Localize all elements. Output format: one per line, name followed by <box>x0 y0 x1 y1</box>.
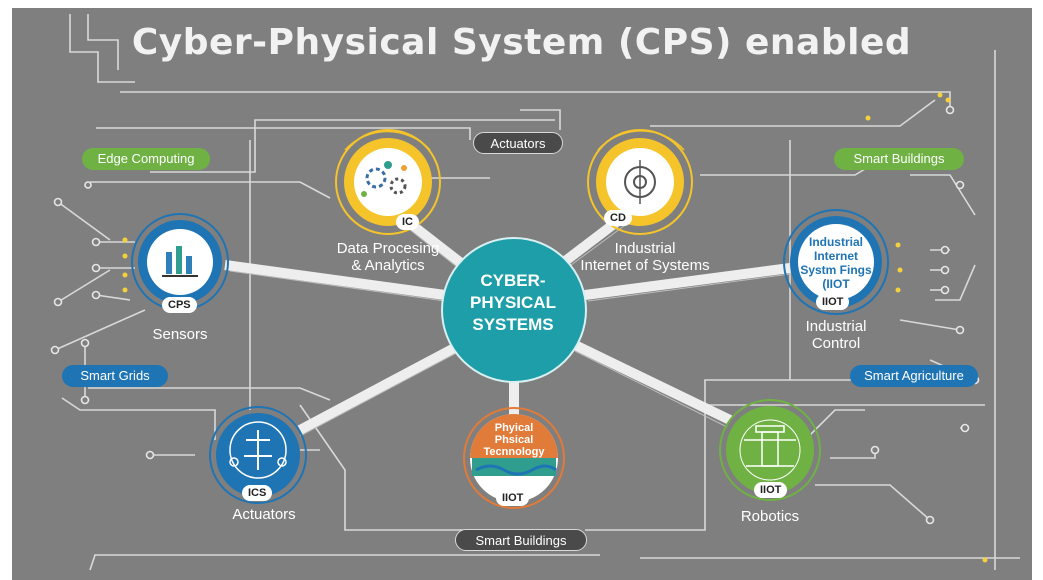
industrial-control-label-line-1: Industrial <box>805 318 867 335</box>
physical-inner-line-1: Phyical <box>494 422 534 434</box>
data-processing-label: Data Procesing & Analytics <box>318 240 458 274</box>
physical-node-inner-text: Phyical Phsical Tecnnology <box>479 422 549 458</box>
industrial-inner-line-1: Industrial <box>808 235 863 249</box>
iiot-top-label-line-1: Industrial <box>614 240 676 257</box>
physical-technology-node <box>463 407 565 509</box>
sensors-node <box>131 213 229 311</box>
actuators-label: Actuators <box>232 506 296 523</box>
center-line-3: SYSTEMS <box>472 315 554 334</box>
sensors-label: Sensors <box>152 326 208 343</box>
center-label: CYBER- PHYSICAL SYSTEMS <box>438 270 588 336</box>
iiot-top-node <box>587 129 693 235</box>
diagram-title: Cyber-Physical System (CPS) enabled <box>131 22 912 63</box>
industrial-inner-line-3: Systm Fings <box>800 263 872 277</box>
robotics-label: Robotics <box>740 508 800 525</box>
industrial-node-inner-text: Industrial Internet Systm Fings (IIOT <box>796 235 876 291</box>
pill-actuators-top: Actuators <box>473 132 563 154</box>
physical-inner-line-3: Tecnnology <box>483 446 545 458</box>
robotics-node <box>719 399 821 501</box>
data-processing-tag: IC <box>396 214 419 230</box>
sensors-tag: CPS <box>162 297 197 313</box>
actuators-node <box>209 406 307 504</box>
physical-inner-line-2: Phsical <box>494 434 534 446</box>
center-line-2: PHYSICAL <box>470 293 556 312</box>
actuators-tag: ICS <box>242 485 273 501</box>
center-hub <box>441 237 587 383</box>
pill-smart-buildings-right: Smart Buildings <box>834 148 964 170</box>
data-processing-label-line-2: & Analytics <box>351 257 425 274</box>
trace-terminals <box>50 105 980 525</box>
industrial-control-label: Industrial Control <box>786 318 886 352</box>
industrial-tag: IIOT <box>816 294 850 310</box>
industrial-inner-line-4: (IIOT <box>822 277 850 291</box>
industrial-control-node <box>783 209 889 315</box>
physical-tag: IIOT <box>496 490 530 506</box>
pill-smart-grids: Smart Grids <box>62 365 168 387</box>
pill-smart-agriculture: Smart Agriculture <box>850 365 978 387</box>
iiot-top-label-line-2: Internet of Systems <box>580 257 710 274</box>
data-processing-label-line-1: Data Procesing <box>336 240 440 257</box>
pill-edge-computing: Edge Computing <box>82 148 210 170</box>
data-processing-node <box>335 129 441 235</box>
center-line-1: CYBER- <box>480 271 546 290</box>
industrial-inner-line-2: Internet <box>813 249 858 263</box>
industrial-control-label-line-2: Control <box>811 335 861 352</box>
accent-dots <box>122 92 988 563</box>
iiot-top-tag: CD <box>604 210 632 226</box>
pill-smart-buildings-bottom: Smart Buildings <box>455 529 587 551</box>
iiot-top-label: Industrial Internet of Systems <box>570 240 720 274</box>
robotics-tag: IIOT <box>754 482 788 498</box>
